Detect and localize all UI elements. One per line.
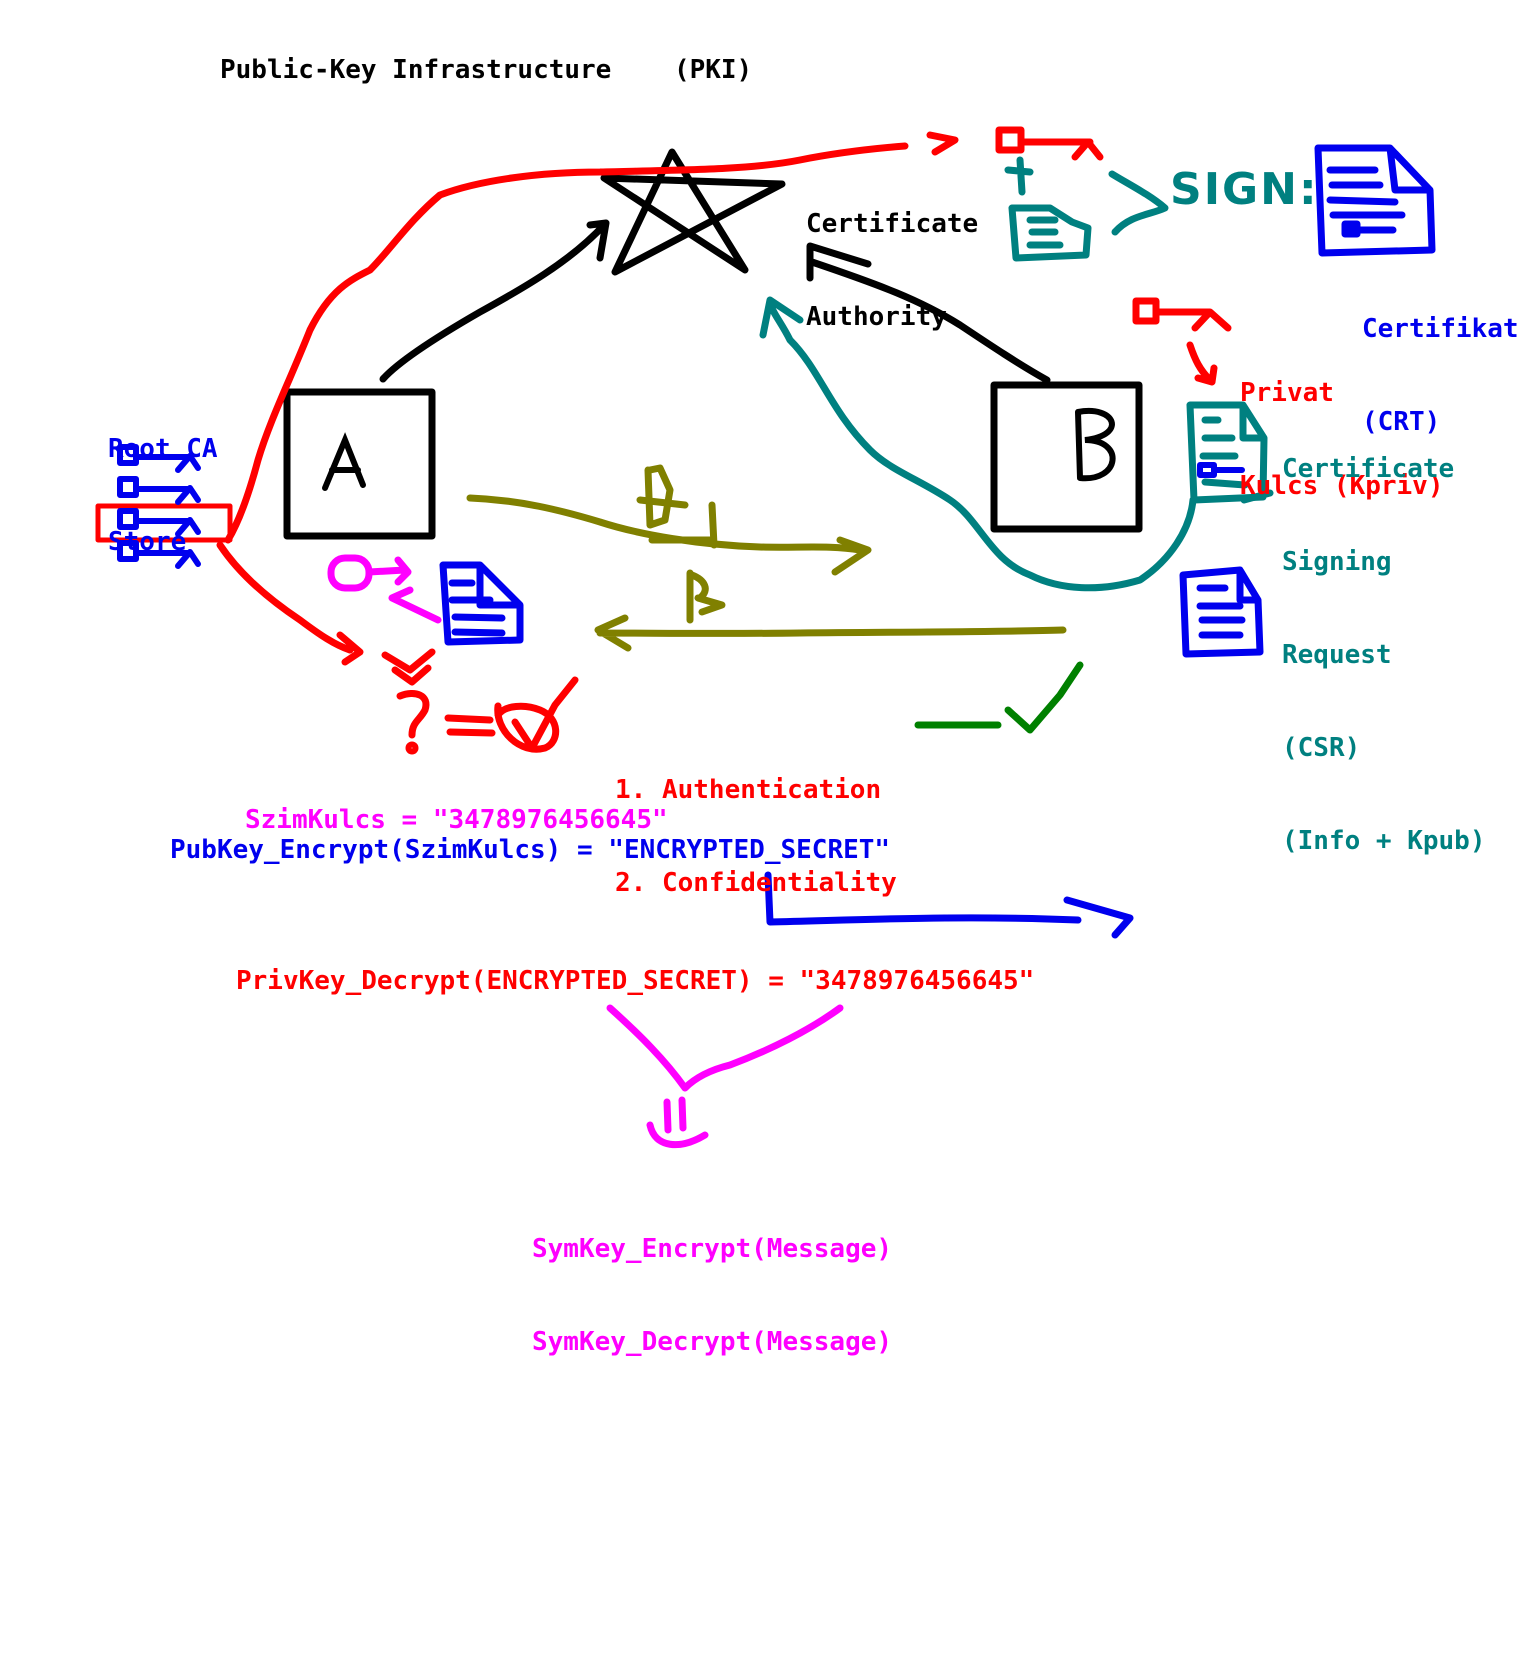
red-arrow-store-to-check — [216, 541, 364, 666]
certifikat-label-line-2: (CRT) — [1362, 407, 1441, 437]
csr-label-line-2: Signing — [1282, 547, 1392, 577]
csr-label-line-3: Request — [1282, 640, 1392, 670]
check-in-circle-icon — [494, 676, 579, 753]
csr-document-icon — [1186, 401, 1274, 504]
csr-blue-key-icon — [1197, 462, 1245, 478]
teal-sign-doc-icon — [1004, 156, 1092, 262]
pub-encrypt-line: PubKey_Encrypt(SzimKulcs) = "ENCRYPTED_S… — [170, 835, 891, 865]
certifikat-label-line-1: Certifikat — [1362, 314, 1519, 344]
node-a-box — [283, 388, 436, 540]
root-ca-highlight-box — [95, 503, 233, 543]
magenta-key-icon — [327, 554, 442, 624]
certifikat-label: Certifikat (CRT) — [1362, 252, 1519, 469]
root-ca-store-label-line-1: Root CA — [108, 434, 218, 464]
question-dot — [405, 741, 419, 755]
red-chevron-mark — [381, 648, 436, 686]
private-key-label: Privat Kulcs (Kpriv) — [1240, 316, 1444, 533]
certificate-crt-document-icon — [1314, 144, 1436, 257]
equals-sign — [444, 714, 496, 737]
blue-document-icon-b — [1179, 566, 1264, 658]
teal-arrow-csr-to-ca — [759, 296, 1197, 592]
root-ca-store-label: Root CA Store — [108, 372, 218, 589]
arrow-b-to-ca — [806, 242, 1051, 384]
csr-label-line-5: (Info + Kpub) — [1282, 826, 1486, 856]
ca-label-line-1: Certificate — [806, 209, 979, 239]
goal-confidentiality: 2. Confidentiality — [615, 868, 897, 898]
goal-authentication: 1. Authentication — [615, 775, 882, 805]
question-mark-icon — [396, 690, 430, 739]
ca-label-line-2: Authority — [806, 302, 947, 332]
sym-decrypt-op: SymKey_Decrypt(Message) — [532, 1327, 893, 1357]
node-b-box — [990, 381, 1143, 533]
teal-sign-brace — [1108, 170, 1169, 236]
diagram-title: Public-Key Infrastructure (PKI) — [220, 55, 753, 85]
green-check-icon — [914, 661, 1084, 734]
blue-send-arrow — [764, 871, 1134, 939]
magenta-merge-lines — [606, 1004, 844, 1092]
red-private-key-icon — [1132, 297, 1232, 332]
csr-label-line-1: Certificate — [1282, 454, 1455, 484]
priv-decrypt-line: PrivKey_Decrypt(ENCRYPTED_SECRET) = "347… — [236, 966, 1035, 996]
sym-encrypt-op: SymKey_Encrypt(Message) — [532, 1234, 893, 1264]
olive-response-glyph — [686, 569, 726, 624]
letter-a-glyph — [322, 432, 366, 491]
olive-arrow-b-to-a — [594, 614, 1067, 652]
certificate-authority-label: Certificate Authority — [806, 147, 978, 364]
csr-label-line-4: (CSR) — [1282, 733, 1361, 763]
red-arc-root-ca-to-ca — [224, 131, 959, 544]
goals-list: 1. Authentication 2. Confidentiality — [615, 713, 897, 930]
magenta-implies-icon — [646, 1096, 709, 1149]
olive-hello-glyph — [636, 464, 718, 549]
csr-label: Certificate Signing Request (CSR) (Info … — [1282, 392, 1486, 888]
private-key-label-line-1: Privat — [1240, 378, 1334, 408]
root-ca-store-label-line-2: Store — [108, 527, 187, 557]
root-ca-store-key-icons — [117, 444, 201, 569]
red-arrow-key-to-csr — [1186, 341, 1218, 386]
sym-ops: SymKey_Encrypt(Message) SymKey_Decrypt(M… — [532, 1172, 892, 1389]
blue-document-icon-a — [439, 561, 524, 646]
private-key-label-line-2: Kulcs (Kpriv) — [1240, 471, 1444, 501]
sym-key-line: SzimKulcs = "3478976456645" — [245, 805, 668, 835]
red-key-icon-top — [995, 126, 1104, 161]
letter-b-glyph — [1075, 407, 1116, 482]
arrow-a-to-ca — [379, 219, 610, 383]
sign-label: SIGN: — [1170, 164, 1319, 215]
